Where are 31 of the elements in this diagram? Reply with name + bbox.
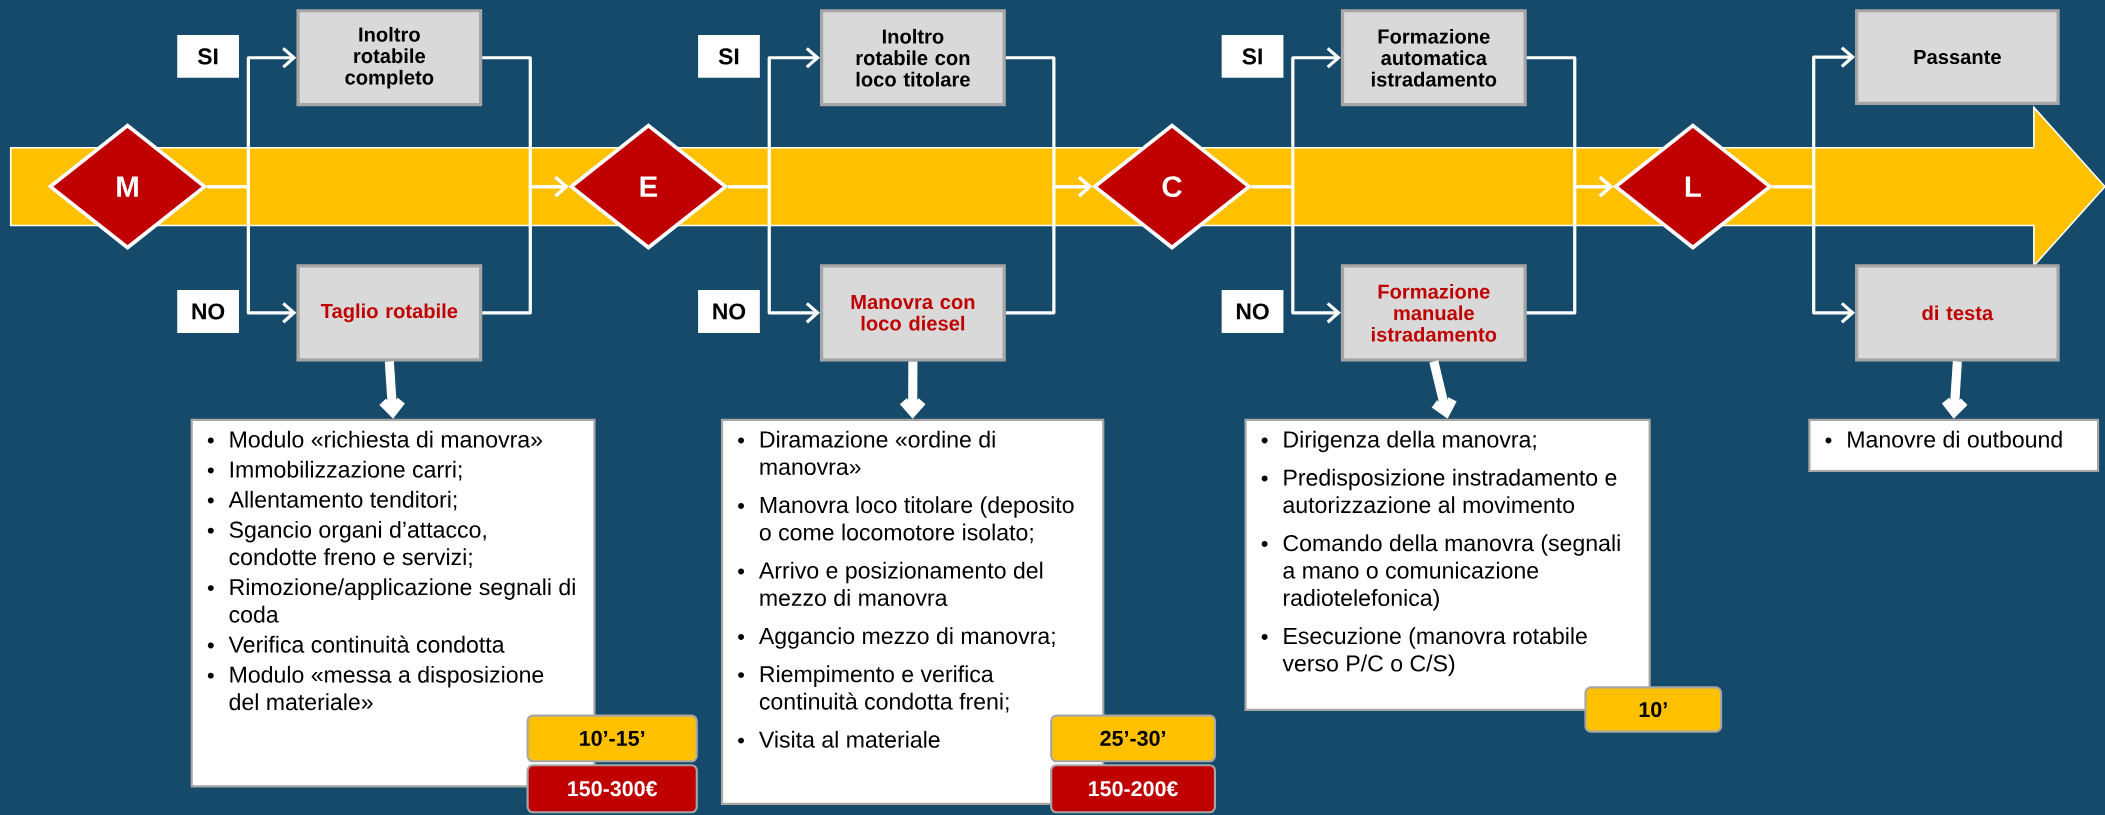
arrow <box>899 361 926 419</box>
process-box: Formazione manuale istradamento <box>1340 264 1527 362</box>
arrow <box>1526 176 1614 315</box>
edge-label: SI <box>698 34 760 78</box>
value-badge: 150-300€ <box>526 764 698 814</box>
process-box: Passante <box>1855 9 2060 106</box>
arrow <box>1251 185 1341 324</box>
edge-label: SI <box>1221 34 1284 78</box>
process-box: Inoltro rotabile con loco titolare <box>820 9 1006 107</box>
bullet-list-box: Manovre di outbound <box>1808 418 2100 473</box>
arrow <box>207 185 297 324</box>
value-badge: 10’ <box>1584 686 1723 733</box>
arrow <box>379 361 405 419</box>
process-box: Manovra con loco diesel <box>820 264 1006 362</box>
arrow <box>1005 176 1093 315</box>
edge-label: SI <box>177 34 239 78</box>
arrow <box>1941 361 1968 419</box>
edge-label: NO <box>1221 290 1284 333</box>
value-badge: 150-200€ <box>1050 764 1217 814</box>
process-box: Formazione automatica istradamento <box>1340 9 1527 107</box>
value-badge: 25’-30’ <box>1050 714 1217 763</box>
process-box: Taglio rotabile <box>296 264 483 362</box>
arrow <box>728 185 820 324</box>
process-box: Inoltro rotabile completo <box>296 9 483 107</box>
edge-label: NO <box>698 290 760 333</box>
value-badge: 10’-15’ <box>526 714 698 763</box>
edge-label: NO <box>177 290 239 333</box>
process-box: di testa <box>1855 264 2060 362</box>
arrow <box>482 176 569 315</box>
arrow <box>1429 360 1457 419</box>
arrow <box>1772 185 1856 324</box>
